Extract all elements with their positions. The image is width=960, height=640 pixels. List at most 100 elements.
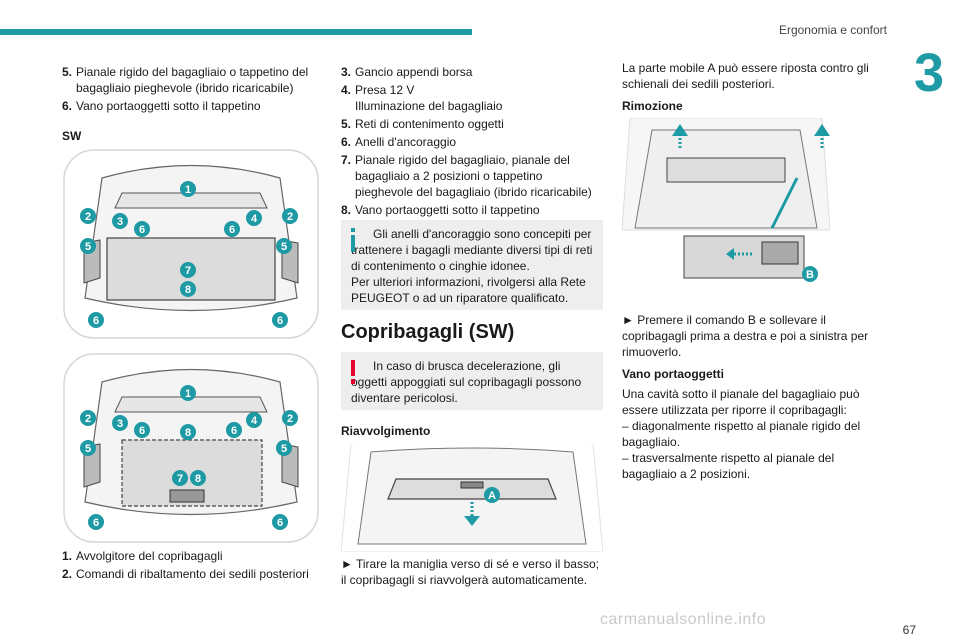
callout-label: 8 — [185, 284, 191, 296]
legend-item: 6.Vano portaoggetti sotto il tappetino — [62, 98, 317, 114]
legend-item: 6.Anelli d'ancoraggio — [341, 134, 603, 150]
callout-label: 2 — [85, 211, 91, 223]
sw-label: SW — [62, 129, 82, 143]
legend-text: Comandi di ribaltamento dei sedili poste… — [76, 567, 309, 581]
riavvolgimento-title: Riavvolgimento — [341, 424, 431, 438]
callout-label: 1 — [185, 388, 191, 400]
callout-marker — [180, 262, 196, 278]
legend-item: 2.Comandi di ribaltamento dei sedili pos… — [62, 566, 322, 582]
callout-marker — [282, 410, 298, 426]
rewind-figure: A — [341, 444, 603, 552]
callout-label: 6 — [277, 517, 283, 529]
section-header-title: Ergonomia e confort — [778, 23, 887, 37]
callout-marker — [246, 412, 262, 428]
warning-notice: In caso di brusca decelerazione, gli ogg… — [341, 352, 603, 410]
callout-marker — [80, 208, 96, 224]
section-title: Copribagagli (SW) — [341, 321, 515, 343]
callout-marker — [180, 181, 196, 197]
info-notice: Gli anelli d'ancoraggio sono concepiti p… — [341, 220, 603, 310]
legend-item: 1.Avvolgitore del copribagagli — [62, 548, 322, 564]
legend-item: 5.Reti di contenimento oggetti — [341, 116, 603, 132]
callout-label: 7 — [177, 473, 183, 485]
legend-list-top: 5.Pianale rigido del bagagliaio o tappet… — [62, 64, 317, 114]
callout-marker — [134, 221, 150, 237]
callout-label: 6 — [277, 315, 283, 327]
page-number: 67 — [902, 623, 916, 637]
callout-marker — [88, 312, 104, 328]
info-notice-text: Gli anelli d'ancoraggio sono concepiti p… — [351, 227, 593, 305]
rimozione-text: ► Premere il comando B e sollevare il co… — [622, 313, 869, 359]
legend-number: 7. — [341, 153, 352, 167]
callout-marker — [180, 281, 196, 297]
warning-icon — [351, 360, 355, 384]
callout-label: 6 — [139, 224, 145, 236]
left-bottom-list: 1.Avvolgitore del copribagagli 2.Comandi … — [62, 548, 322, 584]
callout-label: 6 — [229, 224, 235, 236]
callout-marker — [134, 422, 150, 438]
callout-marker — [272, 514, 288, 530]
callout-marker — [272, 312, 288, 328]
callout-label: 2 — [287, 413, 293, 425]
legend-text: Pianale rigido del bagagliaio o tappetin… — [76, 65, 309, 95]
legend-number: 3. — [341, 65, 352, 79]
callout-marker — [224, 221, 240, 237]
callout-marker — [180, 385, 196, 401]
callout-label: 5 — [281, 241, 287, 253]
legend-number: 6. — [341, 135, 352, 149]
callout-marker — [276, 238, 292, 254]
callout-marker — [180, 424, 196, 440]
watermark: carmanualsonline.info — [600, 611, 767, 628]
legend-text: Vano portaoggetti sotto il tappetino — [355, 203, 540, 217]
callout-label: 6 — [231, 425, 237, 437]
callout-label: 3 — [117, 418, 123, 430]
callout-marker — [226, 422, 242, 438]
callout-marker — [112, 415, 128, 431]
legend-text: Reti di contenimento oggetti — [355, 117, 504, 131]
right-intro: La parte mobile A può essere riposta con… — [622, 61, 869, 91]
callout-marker — [172, 470, 188, 486]
header-accent-bar — [0, 29, 472, 35]
warning-notice-text: In caso di brusca decelerazione, gli ogg… — [351, 359, 582, 405]
callout-marker — [112, 213, 128, 229]
legend-number: 6. — [62, 99, 73, 113]
riavvolgimento-text: ► Tirare la maniglia verso di sé e verso… — [341, 557, 599, 587]
legend-text: Anelli d'ancoraggio — [355, 135, 457, 149]
legend-text: Pianale rigido del bagagliaio, pianale d… — [355, 153, 592, 199]
chapter-number: 3 — [913, 43, 945, 103]
callout-marker — [80, 410, 96, 426]
vano-title: Vano portaoggetti — [622, 367, 724, 381]
callout-label: 1 — [185, 184, 191, 196]
legend-text: Vano portaoggetti sotto il tappetino — [76, 99, 261, 113]
callout-label: 3 — [117, 216, 123, 228]
legend-item: 5.Pianale rigido del bagagliaio o tappet… — [62, 64, 317, 96]
legend-text: Presa 12 V Illuminazione del bagagliaio — [355, 83, 503, 113]
callout-label: 5 — [85, 241, 91, 253]
callout-marker — [190, 470, 206, 486]
legend-number: 5. — [62, 65, 73, 79]
callout-marker — [246, 210, 262, 226]
callout-marker — [88, 514, 104, 530]
removal-figure: B — [622, 118, 830, 298]
callout-label: 8 — [195, 473, 201, 485]
legend-item: 8.Vano portaoggetti sotto il tappetino — [341, 202, 603, 218]
legend-item: 4.Presa 12 V Illuminazione del bagagliai… — [341, 82, 603, 114]
callout-label: 6 — [93, 315, 99, 327]
legend-number: 5. — [341, 117, 352, 131]
callout-label: 7 — [185, 265, 191, 277]
callout-label: 2 — [287, 211, 293, 223]
info-icon — [351, 228, 355, 252]
vano-text: Una cavità sotto il pianale del bagaglia… — [622, 387, 861, 481]
callout-label: 6 — [139, 425, 145, 437]
legend-number: 8. — [341, 203, 352, 217]
legend-number: 1. — [62, 549, 73, 563]
legend-number: 2. — [62, 567, 73, 581]
callout-label: 5 — [281, 443, 287, 455]
label-b: B — [806, 269, 814, 281]
callout-marker — [276, 440, 292, 456]
callout-marker — [80, 440, 96, 456]
callout-marker — [282, 208, 298, 224]
